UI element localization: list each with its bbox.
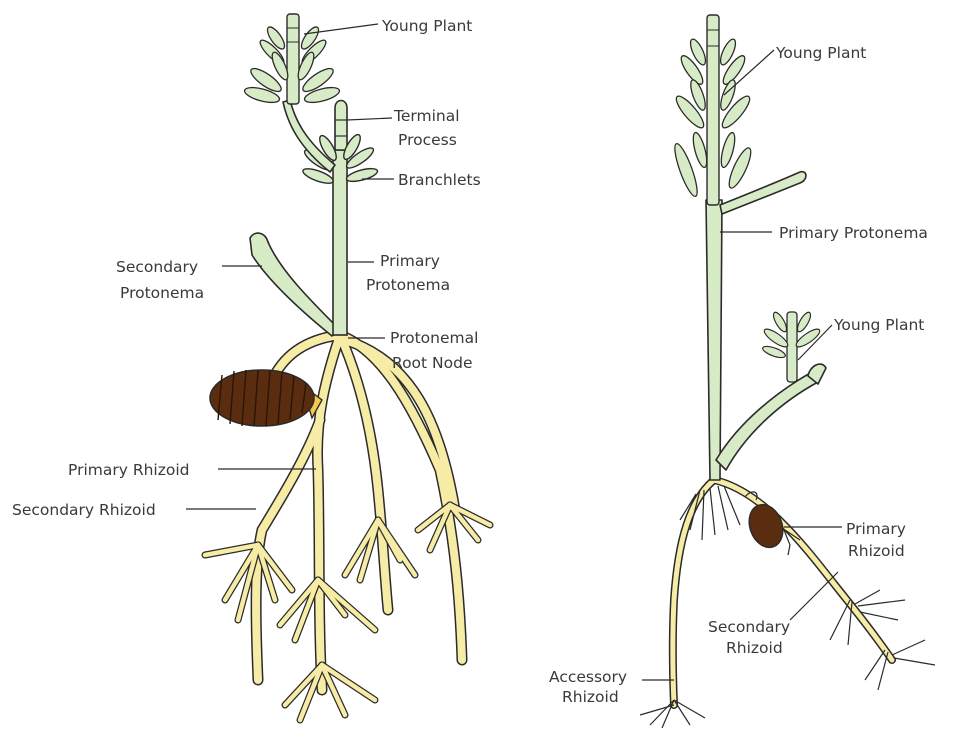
label-terminal: Terminal [393, 107, 460, 125]
label-accessory-rhizoid-1: Accessory [549, 668, 627, 686]
label-young-plant-right-side: Young Plant [833, 316, 924, 334]
label-protonema-left: Protonema [366, 276, 450, 294]
right-primary-protonema [706, 200, 722, 480]
label-protonema-secondary: Protonema [120, 284, 204, 302]
right-oospore [743, 500, 788, 552]
right-labels: Young Plant Primary Protonema Young Plan… [549, 44, 928, 706]
label-process: Process [398, 131, 457, 149]
left-secondary-protonema [250, 233, 340, 336]
label-root-node: Root Node [392, 354, 473, 372]
right-young-plant-top [671, 15, 755, 205]
label-primary-left: Primary [380, 252, 440, 270]
left-terminal-process [335, 101, 347, 151]
label-secondary-rhizoid-right-1: Secondary [708, 618, 790, 636]
label-secondary-left: Secondary [116, 258, 198, 276]
right-rhizoids [640, 480, 935, 728]
label-young-plant-left: Young Plant [381, 17, 472, 35]
label-primary-rhizoid-right-1: Primary [846, 520, 906, 538]
label-primary-protonema-right: Primary Protonema [779, 224, 928, 242]
left-oospore [210, 370, 322, 426]
label-branchlets: Branchlets [398, 171, 481, 189]
label-young-plant-right-top: Young Plant [775, 44, 866, 62]
right-side-protonema [716, 372, 818, 470]
label-protonemal: Protonemal [390, 329, 478, 347]
label-primary-rhizoid-right-2: Rhizoid [848, 542, 905, 560]
label-secondary-rhizoid-left: Secondary Rhizoid [12, 501, 156, 519]
label-primary-rhizoid-left: Primary Rhizoid [68, 461, 190, 479]
label-secondary-rhizoid-right-2: Rhizoid [726, 639, 783, 657]
left-primary-protonema [333, 150, 347, 335]
label-accessory-rhizoid-2: Rhizoid [562, 688, 619, 706]
